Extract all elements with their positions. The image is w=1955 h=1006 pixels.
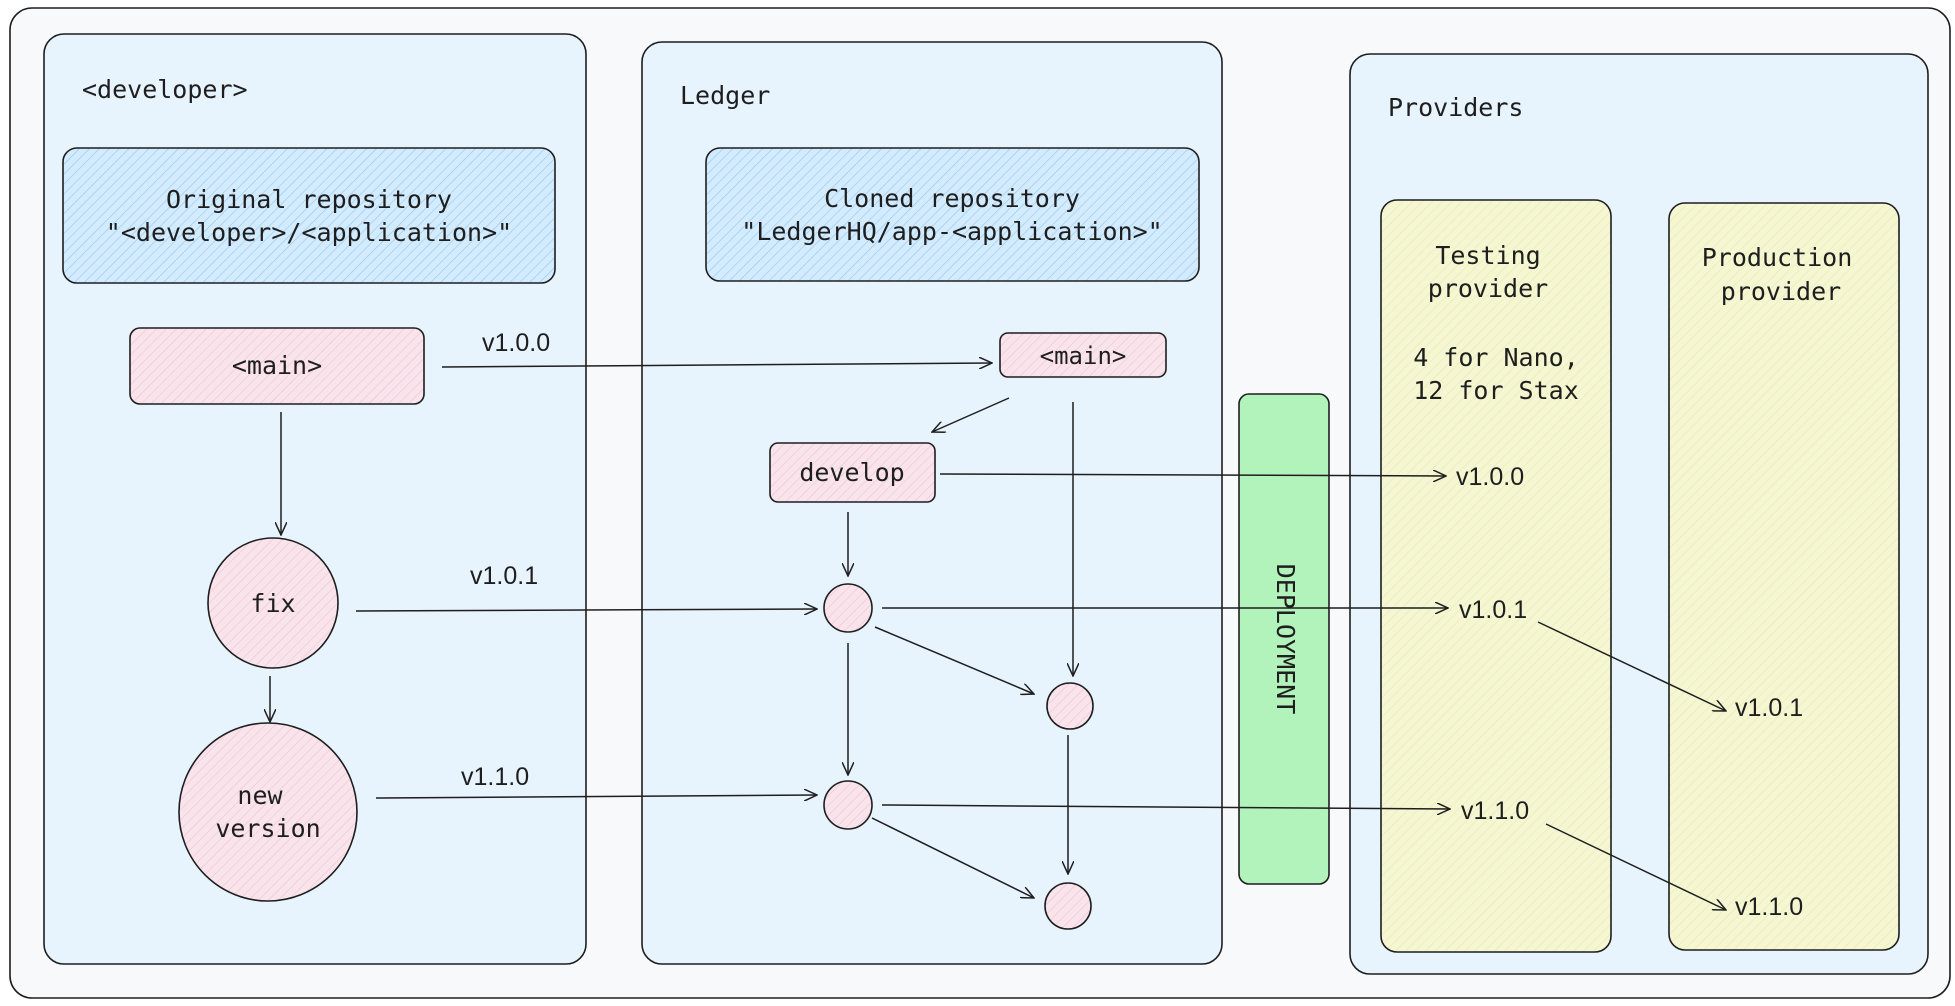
developer-main-branch bbox=[129, 327, 425, 405]
testing-provider-title-line1: Testing bbox=[1435, 241, 1540, 270]
arrow-commit-merge bbox=[874, 626, 1034, 694]
fix-label: fix bbox=[250, 589, 295, 618]
production-provider-title-line1: Production bbox=[1702, 243, 1853, 272]
developer-main-label: <main> bbox=[232, 351, 322, 380]
arrow-main-to-develop bbox=[932, 397, 1010, 432]
edge-label-fix: v1.0.1 bbox=[470, 562, 538, 590]
arrow-fix-to-ledger bbox=[355, 609, 817, 611]
new-version-label-line1: new bbox=[237, 781, 283, 810]
edge-label-new-version: v1.1.0 bbox=[461, 763, 529, 791]
testing-version-label: v1.0.1 bbox=[1459, 596, 1527, 624]
new-version-label-line2: version bbox=[215, 814, 320, 843]
arrow-develop-to-testing bbox=[939, 474, 1446, 476]
testing-provider-note-line2: 12 for Stax bbox=[1413, 376, 1579, 405]
cloned-repository-title: Cloned repository bbox=[824, 184, 1080, 213]
ledger-commit-node bbox=[1046, 682, 1094, 730]
production-version-label: v1.0.1 bbox=[1735, 694, 1803, 722]
production-provider-box bbox=[1668, 202, 1900, 951]
testing-provider-box bbox=[1380, 199, 1612, 953]
ledger-lane-title: Ledger bbox=[680, 81, 770, 110]
new-version-node bbox=[178, 722, 358, 902]
edge-label-main: v1.0.0 bbox=[482, 329, 550, 357]
ledger-commit-node bbox=[823, 583, 873, 633]
arrow-commit-merge bbox=[871, 817, 1034, 898]
production-provider-title-line2: provider bbox=[1721, 277, 1841, 306]
arrow-new-version-to-ledger bbox=[375, 795, 817, 798]
developer-lane-title: <developer> bbox=[82, 75, 248, 104]
testing-version-label: v1.1.0 bbox=[1461, 797, 1529, 825]
fix-node bbox=[207, 537, 339, 669]
original-repository-name: "<developer>/<application>" bbox=[106, 218, 512, 247]
develop-label: develop bbox=[799, 458, 904, 487]
ledger-main-label: <main> bbox=[1040, 342, 1127, 370]
cloned-repository-name: "LedgerHQ/app-<application>" bbox=[741, 217, 1162, 246]
arrow-main-to-ledger-main bbox=[441, 363, 992, 367]
production-version-label: v1.1.0 bbox=[1735, 893, 1803, 921]
arrow-commit-to-testing bbox=[881, 805, 1450, 809]
arrow-testing-to-production bbox=[1545, 823, 1726, 910]
deployment-box bbox=[1238, 393, 1330, 885]
testing-provider-title-line2: provider bbox=[1428, 274, 1548, 303]
original-repository-box bbox=[62, 147, 556, 284]
ledger-main-branch bbox=[999, 332, 1167, 378]
ledger-commit-node bbox=[823, 780, 873, 830]
providers-lane-title: Providers bbox=[1388, 93, 1523, 122]
deployment-label: DEPLOYMENT bbox=[1271, 564, 1300, 715]
testing-provider-note-line1: 4 for Nano, bbox=[1413, 343, 1579, 372]
develop-branch bbox=[769, 442, 936, 503]
arrow-testing-to-production bbox=[1537, 621, 1726, 711]
testing-version-label: v1.0.0 bbox=[1456, 463, 1524, 491]
original-repository-title: Original repository bbox=[166, 185, 452, 214]
cloned-repository-box bbox=[705, 147, 1200, 282]
ledger-commit-node bbox=[1044, 882, 1092, 930]
